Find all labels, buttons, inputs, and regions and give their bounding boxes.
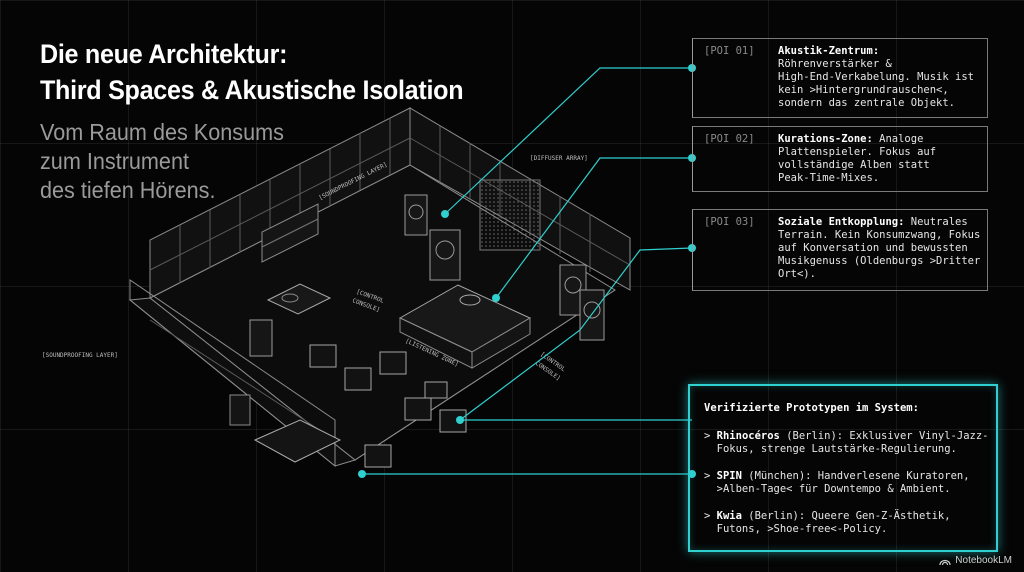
poi-01-marker <box>441 210 449 218</box>
poi-03-body: Soziale Entkopplung: Neutrales Terrain. … <box>778 216 982 281</box>
chair-4 <box>404 397 432 421</box>
poi-03-line-3: Musikgenuss (Oldenburgs >Dritter <box>778 255 981 267</box>
poi-03-title: Soziale Entkopplung: <box>778 216 905 228</box>
diffuser-array <box>479 179 541 251</box>
prototype-item-spin: > SPIN (München): Handverlesene Kuratore… <box>704 470 989 496</box>
prototypes-end-marker <box>688 470 696 478</box>
brand-watermark: NotebookLM <box>939 555 1012 566</box>
prototype-desc-line-1: (Berlin): Exklusiver Vinyl-Jazz- <box>779 430 989 442</box>
prototype-bullet: > <box>704 510 717 522</box>
prototype-bullet: > <box>704 430 717 442</box>
poi-02-line-1: Plattenspieler. Fokus auf <box>778 146 937 158</box>
prototype-desc-line-1: (Berlin): Queere Gen-Z-Ästhetik, <box>741 510 951 522</box>
prototype-desc-line-2: >Alben-Tage< für Downtempo & Ambient. <box>704 483 951 495</box>
prototype-name: SPIN <box>716 470 742 482</box>
poi-02-panel: [POI 02] Kurations-Zone: Analoge Platten… <box>692 126 988 192</box>
leader-line-poi-03 <box>459 247 693 421</box>
poi-01-frame <box>692 38 988 118</box>
poi-03-title-rest: Neutrales <box>904 216 968 228</box>
poi-01-line-4: sondern das zentrale Objekt. <box>778 97 956 109</box>
poi-03-line-4: Ort<). <box>778 268 816 280</box>
poi-01-tag: [POI 01] <box>704 45 755 57</box>
listening-marker <box>456 416 464 424</box>
brand-name: NotebookLM <box>955 555 1012 566</box>
notebooklm-icon <box>939 559 951 565</box>
label-soundproofing-left: [SOUNDPROOFING LAYER] <box>42 352 118 359</box>
poi-01-line-1: Röhrenverstärker & <box>778 58 892 70</box>
poi-01-title: Akustik-Zentrum: <box>778 45 880 57</box>
prototypes-heading: Verifizierte Prototypen im System: <box>704 402 919 414</box>
speaker-5 <box>249 319 273 357</box>
poi-02-line-2: vollständige Alben statt <box>778 159 930 171</box>
page-title: Die neue Architektur: Third Spaces & Aku… <box>40 36 464 108</box>
prototype-bullet: > <box>704 470 717 482</box>
title-line-1: Die neue Architektur: <box>40 39 288 69</box>
prototype-name: Rhinocéros <box>716 430 780 442</box>
prototype-item-rhinoceros: > Rhinocéros (Berlin): Exklusiver Vinyl-… <box>704 430 989 456</box>
sofa-marker <box>358 470 366 478</box>
sofa <box>253 419 342 463</box>
poi-02-frame <box>692 126 988 192</box>
poi-01-body: Akustik-Zentrum: Röhrenverstärker & High… <box>778 45 982 110</box>
chair-6 <box>364 444 392 468</box>
subtitle-line-2: zum Instrument <box>40 148 189 174</box>
page-subtitle: Vom Raum des Konsums zum Instrument des … <box>40 118 284 205</box>
poi-02-tag: [POI 02] <box>704 133 755 145</box>
poi-03-panel: [POI 03] Soziale Entkopplung: Neutrales … <box>692 209 988 291</box>
poi-01-line-3: kein >Hintergrundrauschen<, <box>778 84 949 96</box>
speaker-stand <box>229 394 251 426</box>
front-wall-left-top <box>129 279 336 468</box>
prototype-name: Kwia <box>716 510 742 522</box>
subtitle-line-1: Vom Raum des Konsums <box>40 119 284 145</box>
poi-03-line-2: auf Konversation und bewussten <box>778 242 968 254</box>
prototype-desc-line-2: Fokus, strenge Lautstärke-Regulierung. <box>704 443 957 455</box>
poi-03-frame <box>692 209 988 291</box>
chair-5 <box>439 409 467 433</box>
side-table <box>424 381 448 399</box>
chair-3 <box>379 351 407 375</box>
poi-03-tag: [POI 03] <box>704 216 755 228</box>
subtitle-line-3: des tiefen Hörens. <box>40 177 216 203</box>
prototype-desc-line-1: (München): Handverlesene Kuratoren, <box>741 470 970 482</box>
leader-line-poi-01 <box>444 67 692 215</box>
poi-01-line-2: High-End-Verkabelung. Musik ist <box>778 71 974 83</box>
prototype-desc-line-2: Futons, >Shoe-free<-Policy. <box>704 523 888 535</box>
prototype-item-kwia: > Kwia (Berlin): Queere Gen-Z-Ästhetik, … <box>704 510 989 536</box>
poi-02-body: Kurations-Zone: Analoge Plattenspieler. … <box>778 133 982 185</box>
prototypes-panel: Verifizierte Prototypen im System: > Rhi… <box>688 384 998 552</box>
label-diffuser: [DIFFUSER ARRAY] <box>530 155 588 162</box>
chair-1 <box>309 344 337 368</box>
chair-2 <box>344 367 372 391</box>
poi-03-line-1: Terrain. Kein Konsumzwang, Fokus <box>778 229 981 241</box>
title-line-2: Third Spaces & Akustische Isolation <box>40 75 464 105</box>
poi-01-panel: [POI 01] Akustik-Zentrum: Röhrenverstärk… <box>692 38 988 118</box>
poi-02-marker <box>492 294 500 302</box>
poi-02-title-rest: Analoge <box>872 133 924 145</box>
poi-02-title: Kurations-Zone: <box>778 133 873 145</box>
poi-02-line-3: Peak-Time-Mixes. <box>778 172 880 184</box>
left-console <box>266 283 332 315</box>
leader-line-poi-02 <box>495 157 692 299</box>
